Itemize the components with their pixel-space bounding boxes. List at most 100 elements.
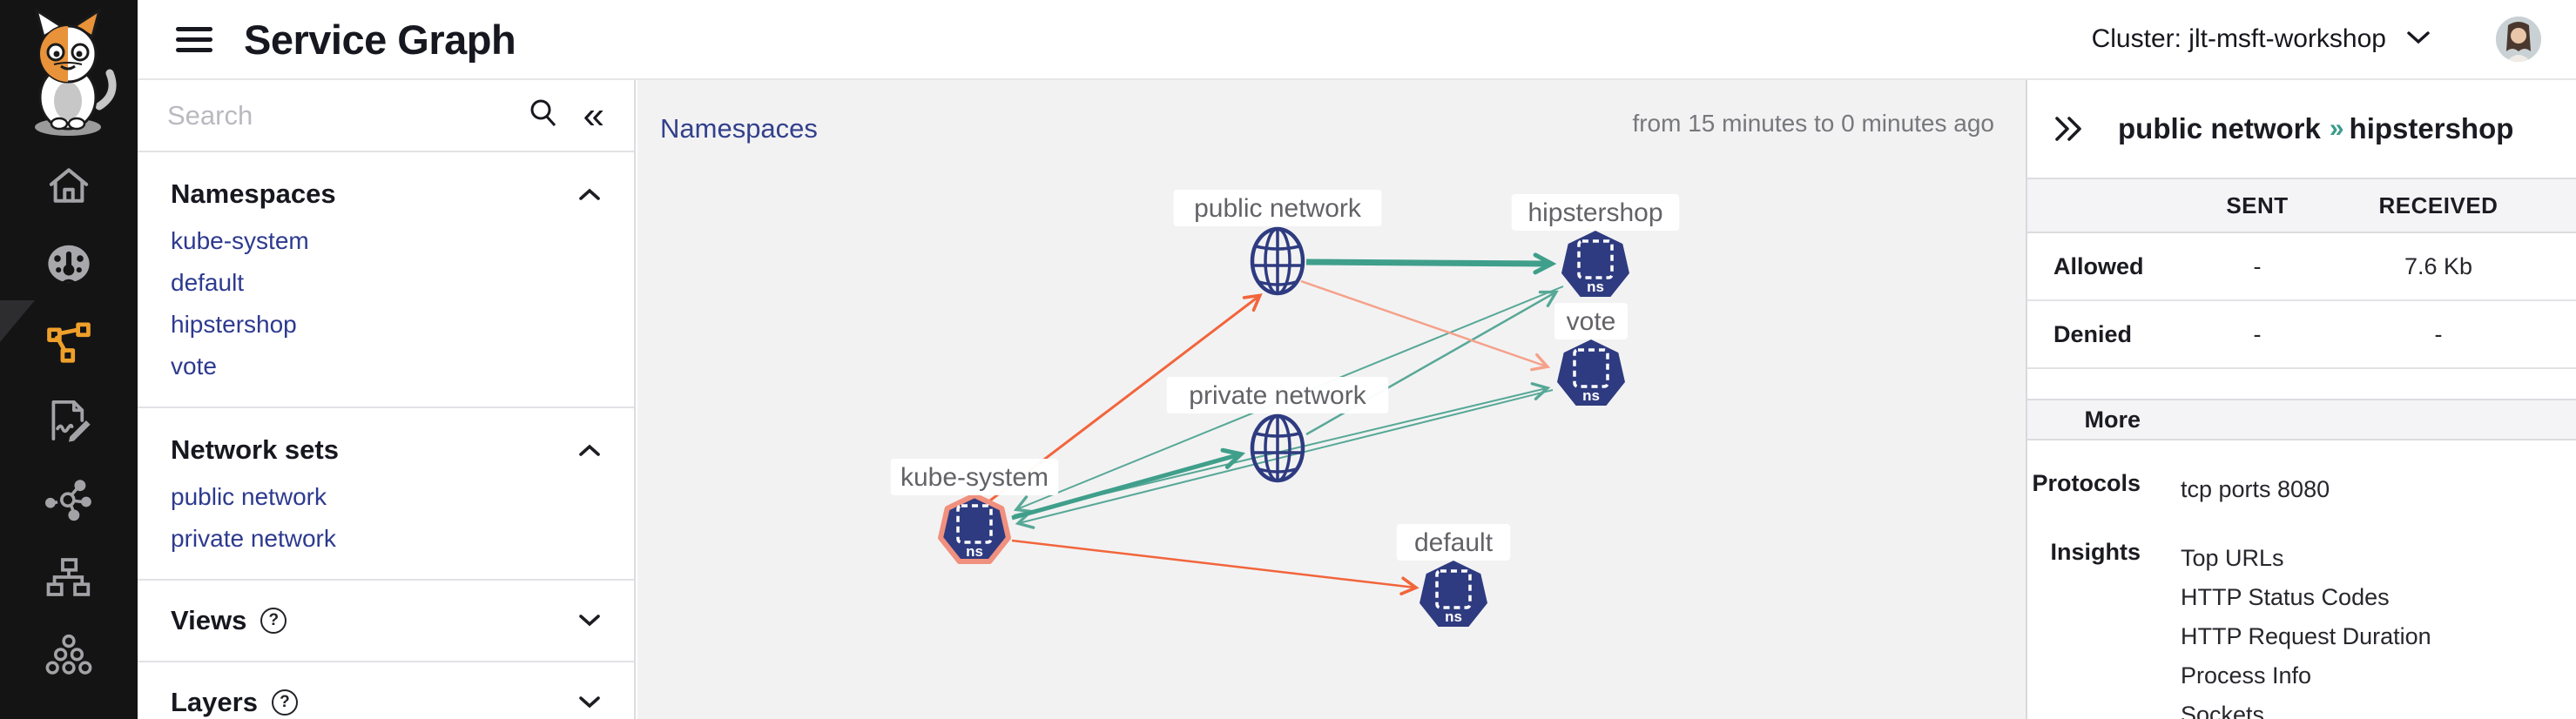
node-public-network[interactable]: [1250, 226, 1305, 296]
section-label: Views: [171, 605, 247, 635]
svg-text:ns: ns: [966, 543, 983, 560]
namespace-item[interactable]: vote: [171, 353, 217, 380]
tree-hierarchy-icon: [45, 554, 92, 604]
help-icon[interactable]: ?: [271, 689, 298, 716]
service-graph-canvas[interactable]: ns ns ns ns public network hipstershop vote pr…: [637, 80, 2026, 719]
insight-link[interactable]: HTTP Request Duration: [2181, 623, 2431, 649]
rail-item-nodes[interactable]: [0, 461, 138, 540]
namespace-item[interactable]: kube-system: [171, 227, 309, 254]
more-section-header: More: [2027, 399, 2576, 440]
section-namespaces: Namespaces kube-system default hipstersh…: [138, 152, 634, 408]
network-set-item[interactable]: private network: [171, 525, 336, 552]
row-label: Allowed: [2053, 252, 2144, 279]
icon-rail: [0, 0, 138, 719]
chevron-up-icon[interactable]: [578, 444, 601, 456]
chevron-down-icon: [2405, 30, 2431, 50]
section-label: Layers: [171, 687, 258, 717]
side-panel: « Namespaces kube-system default hipster…: [138, 80, 636, 719]
traffic-table-header: SENT RECEIVED: [2027, 178, 2576, 233]
section-header-namespaces[interactable]: Namespaces: [138, 173, 634, 215]
user-avatar[interactable]: [2496, 17, 2541, 62]
edge-direction-icon: »: [2329, 114, 2344, 143]
edge-public-network-to-vote[interactable]: [1300, 279, 1551, 372]
node-label-default: default: [1396, 524, 1511, 561]
svg-text:ns: ns: [1582, 387, 1600, 404]
rail-item-service-graph[interactable]: [0, 305, 138, 383]
cluster-selector[interactable]: Cluster: jlt-msft-workshop: [2092, 24, 2431, 54]
protocols-label: Protocols: [2032, 470, 2141, 496]
denied-sent-value: -: [2253, 320, 2262, 347]
namespace-item[interactable]: hipstershop: [171, 311, 297, 338]
expand-panel-icon[interactable]: [2053, 115, 2085, 143]
hamburger-menu-icon[interactable]: [176, 21, 212, 58]
section-header-layers[interactable]: Layers ?: [138, 682, 634, 719]
chevron-up-icon[interactable]: [578, 188, 601, 200]
section-network-sets: Network sets public network private netw…: [138, 408, 634, 581]
rail-item-home[interactable]: [0, 148, 138, 226]
dashboard-gauge-icon: [44, 241, 93, 291]
svg-text:hipstershop: hipstershop: [1527, 198, 1662, 227]
rail-item-dashboard[interactable]: [0, 226, 138, 305]
time-range-label: from 15 minutes to 0 minutes ago: [1632, 110, 1994, 137]
edge-kube-system-to-default[interactable]: [1011, 539, 1419, 596]
section-layers: Layers ?: [138, 662, 634, 719]
chevron-down-icon[interactable]: [578, 696, 601, 709]
row-label: Denied: [2053, 320, 2133, 347]
service-graph-icon: [44, 319, 93, 369]
node-kube-system[interactable]: ns: [938, 493, 1011, 564]
insights-row: Insights Top URLs HTTP Status Codes HTTP…: [2027, 539, 2576, 719]
svg-text:default: default: [1414, 528, 1494, 557]
denied-received-value: -: [2434, 320, 2443, 347]
network-set-item[interactable]: public network: [171, 483, 327, 510]
column-header-received: RECEIVED: [2378, 192, 2498, 218]
svg-text:vote: vote: [1567, 307, 1616, 336]
node-label-private-network: private network: [1166, 377, 1389, 413]
node-hipstershop[interactable]: ns: [1561, 231, 1629, 297]
insight-link[interactable]: Sockets: [2181, 702, 2265, 719]
help-icon[interactable]: ?: [260, 608, 287, 634]
search-row: «: [138, 80, 634, 152]
insight-link[interactable]: HTTP Status Codes: [2181, 584, 2390, 610]
section-header-views[interactable]: Views ?: [138, 600, 634, 642]
node-vote[interactable]: ns: [1557, 339, 1625, 406]
section-label: Network sets: [171, 434, 339, 465]
node-label-hipstershop: hipstershop: [1511, 194, 1680, 231]
rail-item-network-tree[interactable]: [0, 540, 138, 618]
namespace-item[interactable]: default: [171, 269, 245, 296]
collapse-panel-icon[interactable]: «: [583, 93, 604, 137]
insight-link[interactable]: Top URLs: [2181, 545, 2284, 571]
more-label: More: [2084, 406, 2141, 433]
svg-text:public network: public network: [1194, 194, 1362, 223]
home-icon: [46, 163, 91, 212]
svg-text:ns: ns: [1445, 608, 1462, 625]
edge-vote-to-kube-system[interactable]: [1015, 389, 1554, 529]
node-label-public-network: public network: [1173, 190, 1382, 226]
molecule-icon: [45, 476, 92, 526]
node-default[interactable]: ns: [1419, 561, 1487, 627]
section-label: Namespaces: [171, 178, 336, 209]
column-header-sent: SENT: [2226, 192, 2289, 218]
search-icon[interactable]: [526, 96, 561, 135]
insights-label: Insights: [2050, 539, 2141, 565]
svg-text:kube-system: kube-system: [900, 463, 1049, 492]
table-row-allowed: Allowed - 7.6 Kb: [2027, 233, 2576, 301]
section-header-network-sets[interactable]: Network sets: [138, 429, 634, 471]
table-row-denied: Denied - -: [2027, 301, 2576, 369]
search-input[interactable]: [167, 99, 526, 131]
canvas-breadcrumb[interactable]: Namespaces: [660, 113, 818, 144]
chevron-down-icon[interactable]: [578, 615, 601, 627]
svg-text:ns: ns: [1587, 279, 1604, 295]
rail-item-policies[interactable]: [0, 383, 138, 461]
node-private-network[interactable]: [1250, 413, 1305, 483]
edge-source-label: public network: [2118, 112, 2321, 144]
selected-edge-title: public network » hipstershop: [2118, 112, 2513, 145]
cluster-circles-icon: [45, 633, 92, 682]
rail-item-cluster[interactable]: [0, 618, 138, 696]
active-item-notch: [0, 300, 35, 342]
node-label-vote: vote: [1554, 303, 1628, 339]
insight-link[interactable]: Process Info: [2181, 662, 2312, 689]
edge-kube-system-to-private-network[interactable]: [1011, 454, 1240, 521]
edge-public-network-to-hipstershop[interactable]: [1305, 262, 1551, 264]
calico-cat-logo: [12, 3, 124, 147]
